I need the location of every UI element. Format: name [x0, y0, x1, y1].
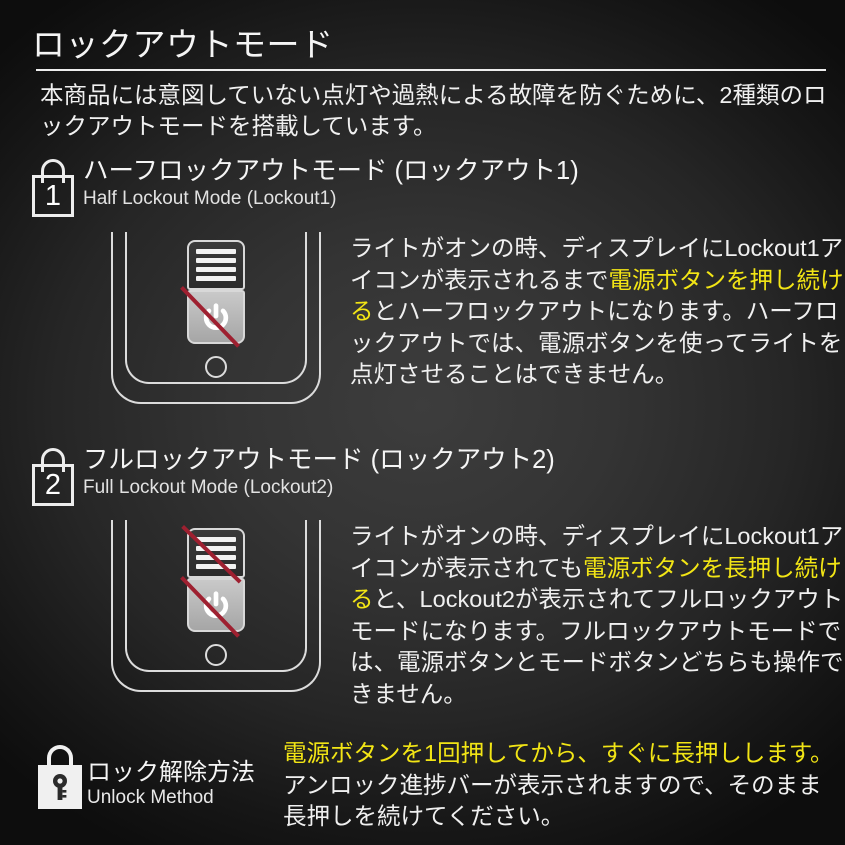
padlock-number: 2 — [32, 464, 74, 506]
device-indicator-hole — [205, 356, 227, 378]
mode-bar — [196, 546, 236, 551]
body-line-highlight: 続ける — [350, 266, 844, 325]
power-button — [187, 578, 245, 632]
unlock-method-body: 電源ボタンを1回押してから、すぐに長押しします。アンロック進捗バーが表示されます… — [283, 738, 843, 833]
padlock-keyhole-icon — [33, 745, 85, 809]
mode-bar — [196, 564, 236, 569]
body-line: フルロックアウトモードでは、電源ボタンと — [350, 617, 842, 676]
unlock-method-heading: ロック解除方法 Unlock Method — [33, 745, 255, 809]
page-title: ロックアウトモード — [32, 26, 334, 63]
mode-bar — [196, 258, 236, 263]
body-line: 長押しを続けてください。 — [283, 803, 565, 829]
section-1-heading: 1 ハーフロックアウトモード (ロックアウト1) Half Lockout Mo… — [30, 157, 579, 217]
mode-button — [187, 240, 245, 290]
numbered-padlock-icon-2: 2 — [30, 448, 76, 506]
section-2-body: ライトがオンの時、ディスプレイにLockout1アイコンが表示されても電源ボタン… — [350, 521, 845, 710]
numbered-padlock-icon-1: 1 — [30, 159, 76, 217]
power-icon — [203, 591, 229, 618]
padlock-shackle — [41, 159, 65, 183]
mode-bar — [196, 555, 236, 560]
padlock-number: 1 — [32, 175, 74, 217]
body-line: アイコンが表示されても — [350, 523, 844, 581]
body-line-highlight: 続ける — [350, 554, 842, 613]
body-line-highlight: 電源ボタンを押し — [608, 266, 797, 293]
mode-bar — [196, 267, 236, 272]
device-button-stack-1 — [180, 240, 245, 348]
body-line: ライトを点灯させることはできません。 — [350, 329, 843, 388]
device-illustration-2 — [103, 516, 329, 696]
title-divider — [36, 69, 826, 71]
mode-bar — [196, 537, 236, 542]
device-outer-outline — [111, 520, 321, 692]
device-illustration-1 — [103, 228, 329, 408]
body-line: ライトがオンの時、ディスプレイにLockout1 — [350, 235, 820, 261]
section-2-title-jp: フルロックアウトモード (ロックアウト2) — [83, 446, 555, 474]
power-icon — [203, 303, 229, 330]
body-line: アンロック進捗バーが表示されますので、そのまま — [283, 771, 822, 798]
body-line: モードボタンどちらも操作できません。 — [350, 649, 844, 707]
unlock-title-en: Unlock Method — [87, 787, 214, 808]
section-1-body: ライトがオンの時、ディスプレイにLockout1アイコンが表示されるまで電源ボタ… — [350, 233, 845, 391]
padlock-shackle — [41, 448, 65, 472]
device-indicator-hole — [205, 644, 227, 666]
unlock-title-jp: ロック解除方法 — [87, 759, 255, 786]
keyhole-icon — [53, 774, 67, 800]
intro-paragraph: 本商品には意図していない点灯や過熱による故障を防ぐために、2種類のロックアウトモ… — [40, 82, 827, 139]
power-button — [187, 290, 245, 344]
padlock-shackle — [47, 745, 73, 769]
body-line-highlight: 電源ボタンを1回押してから、すぐに長押しします。 — [283, 740, 834, 766]
body-line: ハーフロックアウトでは、電源ボタンを使って — [350, 298, 839, 356]
section-2-title-en: Full Lockout Mode (Lockout2) — [83, 477, 334, 498]
body-line-highlight: 電源ボタンを長押し — [583, 554, 795, 581]
body-line: とハーフロックアウトになります。 — [373, 298, 746, 324]
device-inner-outline — [125, 520, 307, 672]
device-button-stack-2 — [180, 525, 245, 638]
body-line: ライトがオンの時、ディスプレイにLockout1 — [350, 523, 820, 549]
device-outer-outline — [111, 232, 321, 404]
mode-bar — [196, 276, 236, 281]
section-1-title-en: Half Lockout Mode (Lockout1) — [83, 188, 337, 209]
body-line: と、Lockout2が表示されてフルロック — [373, 586, 773, 612]
mode-button — [187, 528, 245, 578]
section-2-heading: 2 フルロックアウトモード (ロックアウト2) Full Lockout Mod… — [30, 446, 555, 506]
section-1-title-jp: ハーフロックアウトモード (ロックアウト1) — [83, 157, 579, 185]
padlock-body — [38, 765, 82, 809]
mode-bar — [196, 249, 236, 254]
device-inner-outline — [125, 232, 307, 384]
body-line: アイコンが表示されるまで — [350, 235, 844, 293]
body-line: アウトモードになります。 — [350, 586, 844, 644]
